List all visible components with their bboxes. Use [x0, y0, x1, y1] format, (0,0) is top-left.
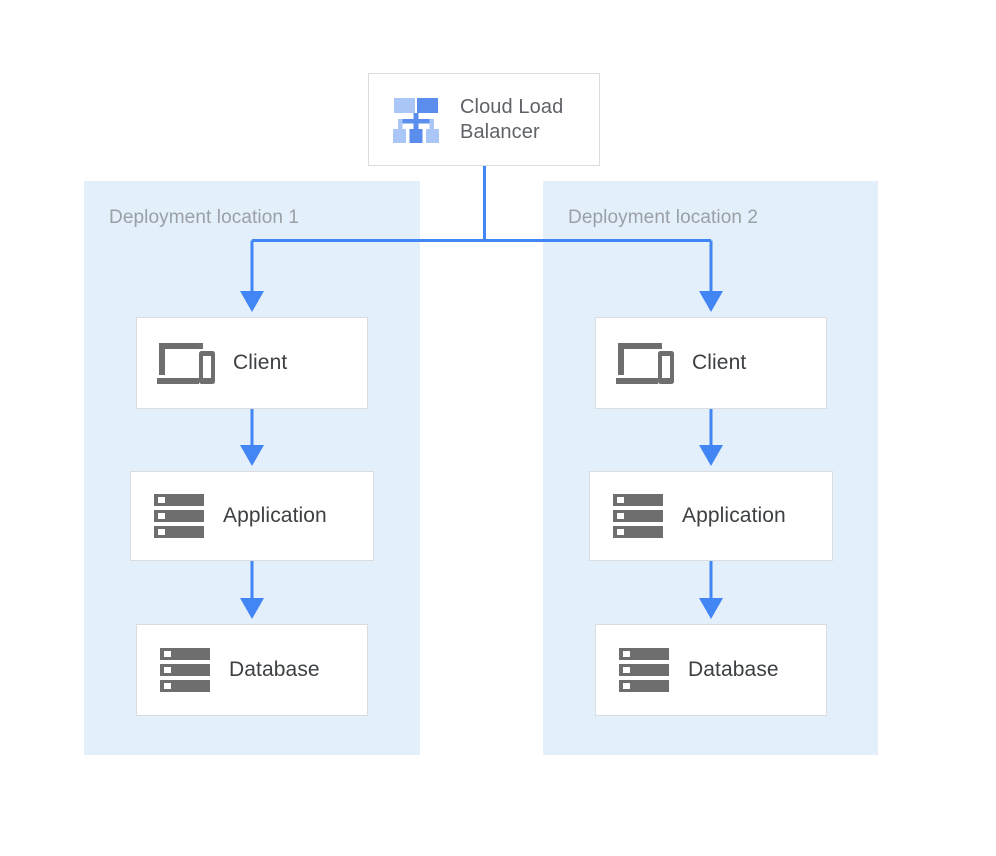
zone-1-label: Deployment location 1: [109, 207, 300, 228]
node-database-2[interactable]: Database: [595, 624, 827, 716]
server-stack-icon: [160, 648, 210, 692]
client-devices-icon: [616, 343, 674, 384]
node-database-2-label: Database: [688, 658, 779, 681]
node-database-1[interactable]: Database: [136, 624, 368, 716]
node-database-1-label: Database: [229, 658, 320, 681]
node-application-1-label: Application: [223, 504, 327, 527]
node-application-1[interactable]: Application: [130, 471, 374, 561]
client-devices-icon: [157, 343, 215, 384]
load-balancer-icon: [393, 97, 439, 143]
node-application-2[interactable]: Application: [589, 471, 833, 561]
zone-2-label: Deployment location 2: [568, 207, 759, 228]
node-application-2-label: Application: [682, 504, 786, 527]
node-client-2[interactable]: Client: [595, 317, 827, 409]
node-client-1-label: Client: [233, 351, 288, 374]
lb-label-line-1: Cloud Load: [460, 95, 564, 118]
node-client-1[interactable]: Client: [136, 317, 368, 409]
server-stack-icon: [613, 494, 663, 538]
server-stack-icon: [154, 494, 204, 538]
lb-label-line-2: Balancer: [460, 120, 540, 143]
server-stack-icon: [619, 648, 669, 692]
node-client-2-label: Client: [692, 351, 747, 374]
